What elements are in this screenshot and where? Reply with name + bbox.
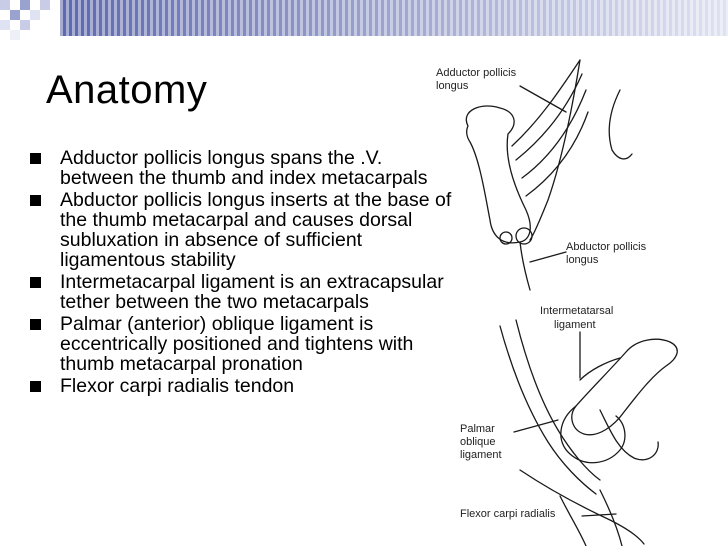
index-metacarpal bbox=[515, 319, 601, 481]
tendon-fan bbox=[511, 59, 589, 197]
label-palmar-line1: Palmar bbox=[460, 423, 495, 435]
list-item: Adductor pollicis longus spans the .V. b… bbox=[30, 148, 460, 188]
abductor-tendon bbox=[519, 241, 531, 291]
list-item: Palmar (anterior) oblique ligament is ec… bbox=[30, 314, 460, 374]
label-adductor-line1: Adductor pollicis bbox=[436, 67, 517, 79]
page-title: Anatomy bbox=[46, 68, 208, 112]
square-bullet-icon bbox=[30, 277, 41, 288]
bullet-text: Palmar (anterior) oblique ligament is ec… bbox=[60, 313, 414, 375]
distal-bone-sketch bbox=[608, 89, 633, 160]
carpal-bones bbox=[560, 405, 626, 464]
bullet-text: Intermetacarpal ligament is an extracaps… bbox=[60, 271, 444, 313]
intermetacarpal-ligament bbox=[579, 357, 621, 381]
leader-adductor bbox=[519, 85, 567, 113]
decorative-header-band bbox=[0, 0, 728, 40]
carpal-bones-2 bbox=[599, 409, 659, 461]
list-item: Abductor pollicis longus inserts at the … bbox=[30, 190, 460, 270]
tendon-strand bbox=[529, 59, 581, 241]
square-bullet-icon bbox=[30, 319, 41, 330]
square-bullet-icon bbox=[30, 381, 41, 392]
thumb-metacarpal-upper bbox=[465, 105, 531, 244]
anatomy-illustration: Adductor pollicis longus Abductor pollic… bbox=[436, 59, 678, 546]
bullet-text: Abductor pollicis longus inserts at the … bbox=[60, 189, 452, 271]
label-intermetatarsal-line2: ligament bbox=[554, 319, 596, 331]
label-intermetatarsal-line1: Intermetatarsal bbox=[540, 305, 613, 317]
label-adductor-line2: longus bbox=[436, 80, 469, 92]
bullet-list: Adductor pollicis longus spans the .V. b… bbox=[30, 148, 460, 398]
label-palmar-line3: ligament bbox=[460, 449, 502, 461]
list-item: Intermetacarpal ligament is an extracaps… bbox=[30, 272, 460, 312]
label-palmar-line2: oblique bbox=[460, 436, 495, 448]
square-bullet-icon bbox=[30, 195, 41, 206]
bullet-text: Flexor carpi radialis tendon bbox=[60, 375, 295, 397]
thumb-metacarpal-lower bbox=[571, 338, 678, 436]
flexor-tendon bbox=[519, 469, 645, 545]
index-metacarpal-edge bbox=[499, 325, 597, 495]
leader-flexor bbox=[581, 513, 617, 517]
leader-abductor bbox=[529, 251, 567, 263]
label-abductor-line2: longus bbox=[566, 254, 599, 266]
leader-palmar bbox=[513, 419, 559, 433]
square-bullet-icon bbox=[30, 153, 41, 164]
bullet-text: Adductor pollicis longus spans the .V. b… bbox=[60, 147, 428, 189]
label-abductor-line1: Abductor pollicis bbox=[566, 241, 647, 253]
radius-shaft bbox=[559, 489, 623, 546]
label-flexor: Flexor carpi radialis bbox=[460, 508, 556, 520]
list-item: Flexor carpi radialis tendon bbox=[30, 376, 460, 396]
